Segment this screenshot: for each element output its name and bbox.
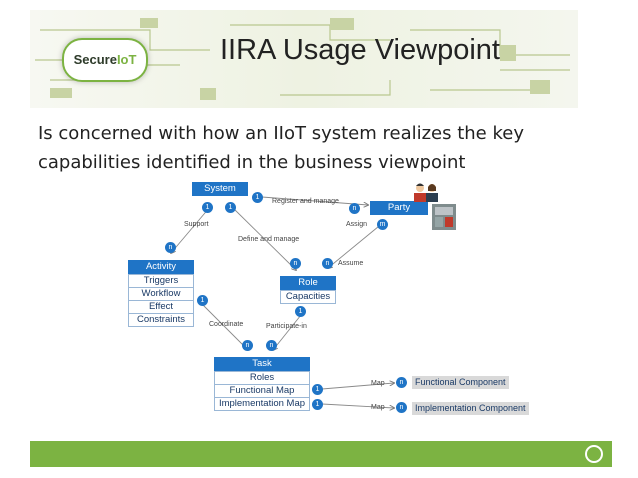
line-participate (273, 314, 302, 350)
footer-circle-icon (585, 445, 603, 463)
implementation-component: Implementation Component (412, 402, 529, 415)
line-map2 (321, 403, 394, 408)
label-map2: Map (371, 404, 385, 411)
mult-ic-n: n (396, 402, 407, 413)
mult-role-n2: n (322, 258, 333, 269)
label-define: Define and manage (238, 236, 300, 243)
mult-system-right: 1 (252, 192, 263, 203)
role-row-capacities: Capacities (280, 290, 336, 304)
mult-party-n: n (349, 203, 360, 214)
circuit-pattern (35, 18, 570, 100)
description-text: Is concerned with how an IIoT system rea… (38, 123, 524, 173)
footer-bar (30, 441, 612, 467)
mult-party-m: m (377, 219, 388, 230)
mult-role-n1: n (290, 258, 301, 269)
task-row-functional-map: Functional Map (214, 384, 310, 398)
label-map1: Map (371, 380, 385, 387)
line-support (171, 206, 211, 253)
mult-fm-1: 1 (312, 384, 323, 395)
mult-task-n1: n (242, 340, 253, 351)
page-title: IIRA Usage Viewpoint (220, 34, 500, 66)
mult-system-left: 1 (202, 202, 213, 213)
mult-activity-n: n (165, 242, 176, 253)
line-coordinate (202, 304, 248, 350)
label-support: Support (184, 221, 209, 228)
label-assign: Assign (346, 221, 368, 228)
activity-row-effect: Effect (128, 300, 194, 314)
task-box: Task (214, 357, 310, 371)
label-coordinate: Coordinate (209, 321, 244, 328)
role-box: Role (280, 276, 336, 290)
activity-row-workflow: Workflow (128, 287, 194, 301)
activity-row-constraints: Constraints (128, 313, 194, 327)
machine-icon (432, 204, 456, 230)
party-box: Party (370, 201, 428, 215)
mult-role-1: 1 (295, 306, 306, 317)
activity-box: Activity (128, 260, 194, 274)
mult-task-n2: n (266, 340, 277, 351)
mult-system-mid: 1 (225, 202, 236, 213)
mult-activity-1: 1 (197, 295, 208, 306)
mult-im-1: 1 (312, 399, 323, 410)
line-assign (328, 221, 385, 268)
functional-component: Functional Component (412, 376, 509, 389)
activity-row-triggers: Triggers (128, 274, 194, 288)
task-row-implementation-map: Implementation Map (214, 397, 310, 411)
label-assume: Assume (338, 260, 364, 267)
label-register: Register and manage (272, 198, 339, 205)
system-box: System (192, 182, 248, 196)
task-row-roles: Roles (214, 371, 310, 385)
mult-fc-n: n (396, 377, 407, 388)
secureiot-logo: SecureIoT (62, 38, 148, 82)
label-participate: Participate-in (266, 323, 307, 330)
people-icon (414, 183, 438, 202)
line-define (231, 206, 296, 270)
line-map1 (321, 383, 394, 390)
